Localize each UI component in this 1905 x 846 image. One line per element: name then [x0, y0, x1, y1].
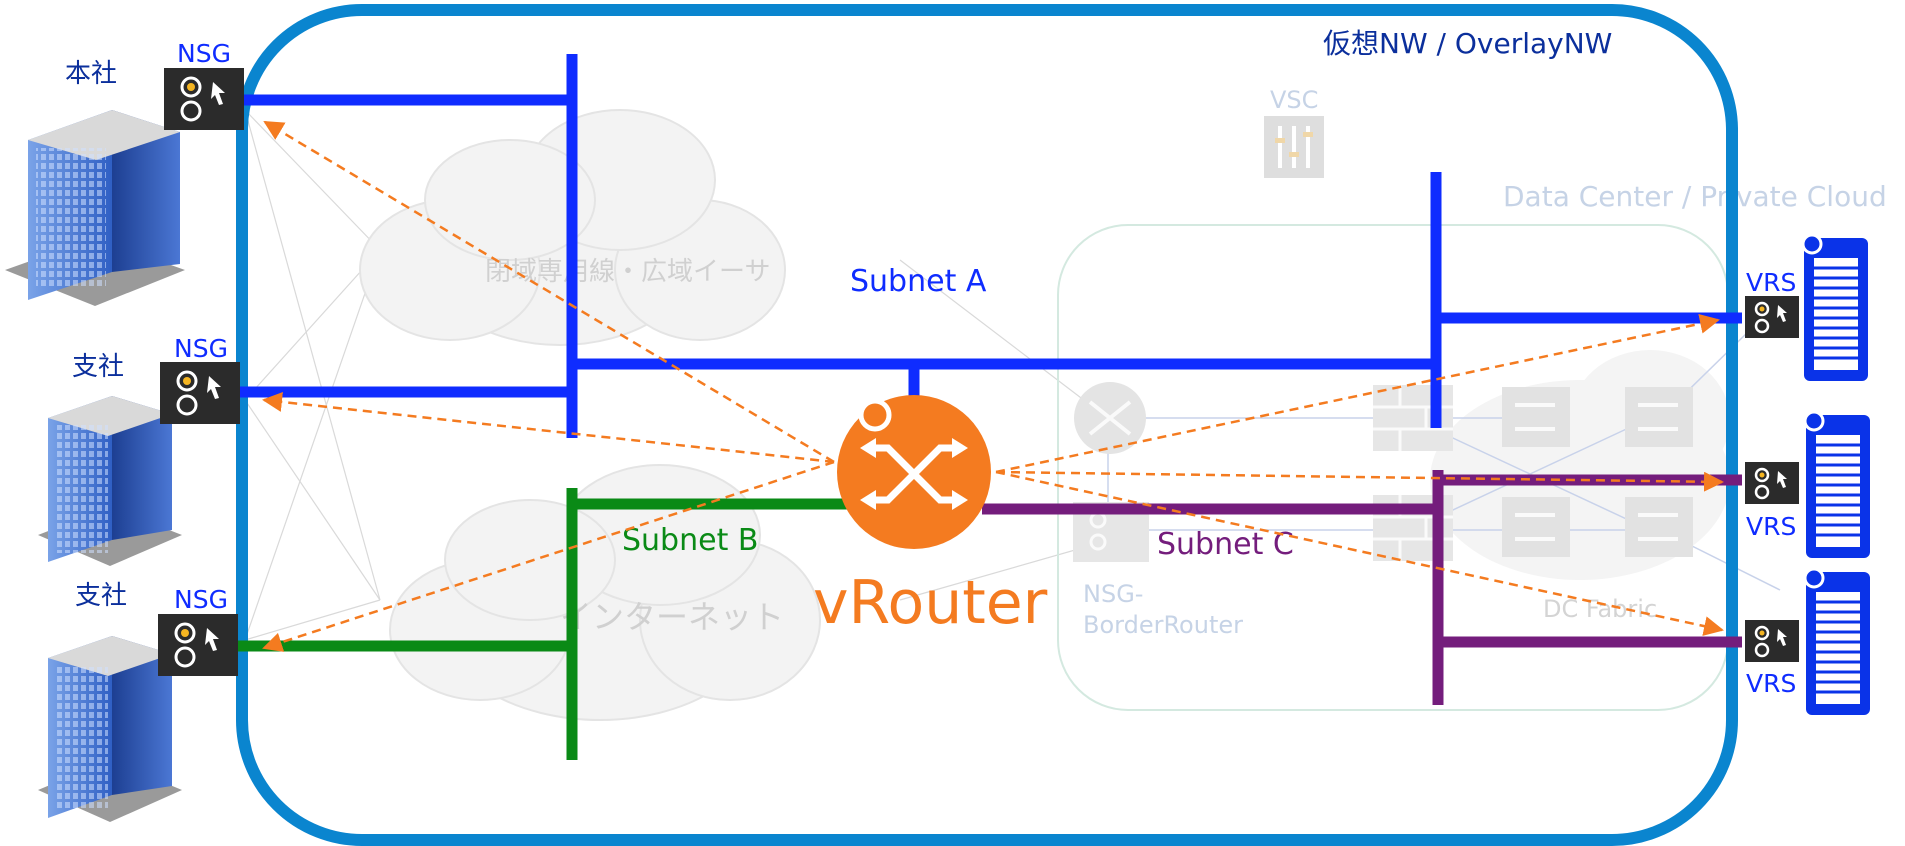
- nsg-appliance-icon[interactable]: [1745, 462, 1799, 504]
- nsg-appliance-icon[interactable]: [1745, 620, 1799, 662]
- office-building-icon: [38, 636, 182, 822]
- flow-arrow-to-vrs2: [995, 470, 1724, 492]
- site-label-branch-1: 支社: [72, 352, 124, 382]
- internet-label: インターネット: [560, 598, 784, 636]
- nsg-appliance-icon[interactable]: [164, 68, 244, 130]
- flow-arrow-to-branch1: [262, 392, 835, 464]
- cloud-icon: [359, 109, 786, 346]
- nsg-appliance-icon[interactable]: [1745, 296, 1799, 338]
- vrs-label-2: VRS: [1746, 512, 1796, 541]
- switch-icon: [1502, 387, 1570, 447]
- nsg-label-branch-1: NSG: [174, 334, 228, 363]
- server-rack-icon: [1801, 233, 1868, 381]
- subnet-a-label: Subnet A: [850, 264, 987, 299]
- site-label-branch-2: 支社: [75, 581, 127, 611]
- overlay-nw-boundary: [236, 4, 1738, 846]
- subnet-b-label: Subnet B: [622, 523, 758, 558]
- nsg-label-hq: NSG: [177, 39, 231, 68]
- subnet-b-lines: [238, 488, 852, 760]
- border-router-label-line1: NSG-: [1083, 580, 1143, 608]
- underlay-layer: 閉域専用線・広域イーサ インターネット VSC Data Center / Pr…: [244, 86, 1887, 721]
- router-icon[interactable]: [837, 395, 991, 549]
- nsg-label-branch-2: NSG: [174, 585, 228, 614]
- dc-title: Data Center / Private Cloud: [1503, 180, 1887, 213]
- switch-icon: [1502, 497, 1570, 557]
- flow-arrow-to-vrs1: [995, 313, 1720, 474]
- subnet-c-lines: [982, 470, 1742, 705]
- vsc-label: VSC: [1270, 86, 1318, 114]
- flow-arrow-to-branch2: [262, 460, 835, 652]
- flow-arrow-to-hq: [263, 120, 835, 464]
- subnet-a-lines: [238, 54, 1742, 438]
- router-icon: [1074, 382, 1146, 454]
- vrouter-label: vRouter: [813, 568, 1048, 638]
- office-building-icon: [38, 396, 182, 566]
- dc-fabric-label: DC Fabric: [1543, 595, 1657, 623]
- vsc-controller-icon: [1264, 116, 1324, 178]
- nsg-appliance-icon[interactable]: [160, 362, 240, 424]
- overlay-nw-title: 仮想NW / OverlayNW: [1323, 27, 1612, 60]
- subnet-c-label: Subnet C: [1157, 527, 1294, 562]
- vrs-label-1: VRS: [1746, 268, 1796, 297]
- server-rack-icon: [1803, 410, 1870, 558]
- flow-arrows: [262, 120, 1724, 652]
- office-building-icon: [5, 110, 185, 306]
- flow-arrow-to-vrs3: [995, 470, 1724, 636]
- vrs-label-3: VRS: [1746, 669, 1796, 698]
- switch-icon: [1625, 497, 1693, 557]
- switch-icon: [1625, 387, 1693, 447]
- border-router-label-line2: BorderRouter: [1083, 611, 1243, 639]
- site-label-hq: 本社: [65, 59, 117, 89]
- closed-network-label: 閉域専用線・広域イーサ: [485, 257, 770, 287]
- server-rack-icon: [1803, 567, 1870, 715]
- nsg-appliance-icon[interactable]: [158, 614, 238, 676]
